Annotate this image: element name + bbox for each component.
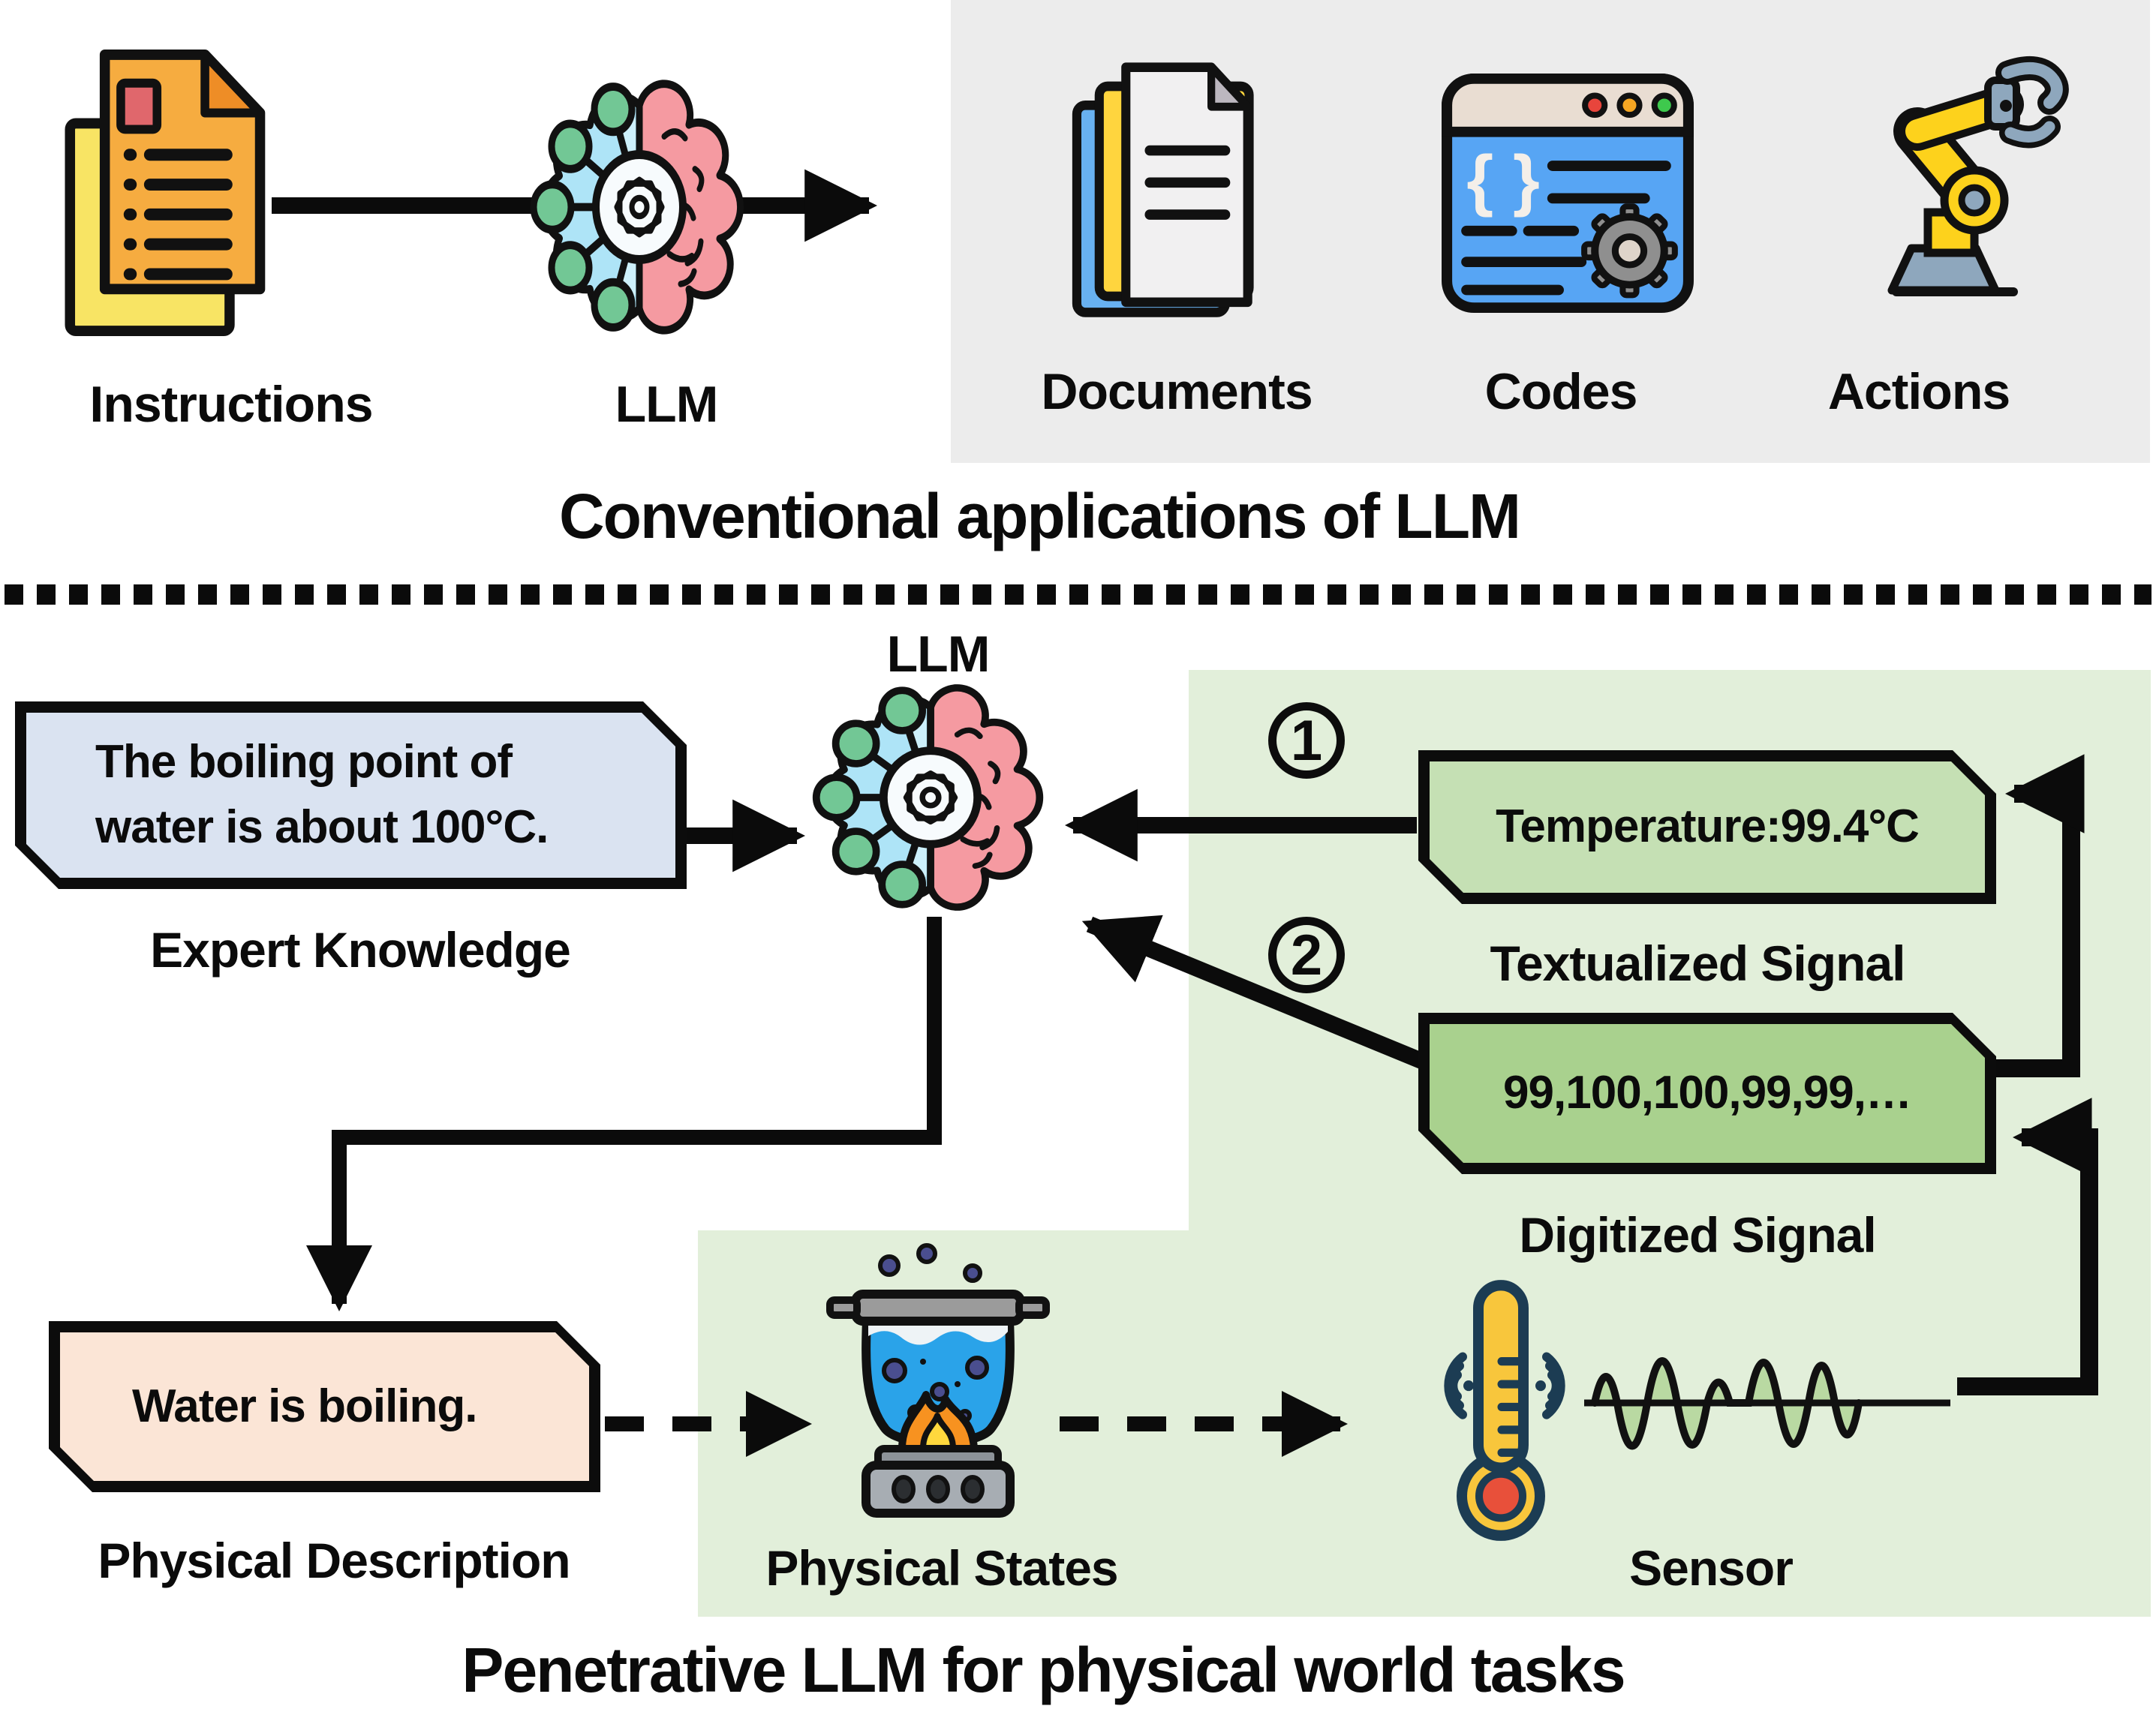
llm-label-top: LLM	[615, 376, 719, 433]
thermometer-icon	[1385, 1272, 1625, 1545]
instructions-label: Instructions	[89, 376, 373, 433]
instructions-document-icon	[54, 41, 272, 340]
physical-description-label: Physical Description	[98, 1533, 570, 1588]
llm-label-bottom: LLM	[886, 626, 991, 683]
llm-brain-icon	[527, 71, 752, 343]
expert-box-line1: The boiling point of	[95, 736, 513, 788]
digitized-signal-label: Digitized Signal	[1519, 1207, 1876, 1263]
penetrative-caption: Penetrative LLM for physical world tasks	[462, 1635, 1625, 1705]
conventional-caption: Conventional applications of LLM	[559, 481, 1521, 551]
step-1-badge: 1	[1268, 702, 1345, 779]
expert-knowledge-label: Expert Knowledge	[150, 922, 571, 978]
documents-stack-icon	[1066, 60, 1276, 323]
expert-box-line2: water is about 100°C.	[95, 801, 549, 853]
codes-label: Codes	[1484, 363, 1638, 420]
llm-brain-icon	[809, 677, 1052, 918]
textualized-signal-label: Textualized Signal	[1490, 936, 1906, 991]
robot-arm-icon	[1827, 41, 2082, 296]
textualized-signal-box: Temperature:99.4°C	[1418, 750, 1996, 904]
section-divider	[5, 584, 2151, 605]
textualized-box-text: Temperature:99.4°C	[1496, 800, 1919, 853]
physical-description-box: Water is boiling.	[49, 1321, 600, 1492]
digitized-signal-box: 99,100,100,99,99,…	[1418, 1013, 1996, 1174]
physical-states-label: Physical States	[765, 1540, 1118, 1596]
physical-box-text: Water is boiling.	[132, 1380, 477, 1432]
svg-text:{ }: { }	[1466, 142, 1540, 218]
step-2-badge: 2	[1268, 917, 1345, 993]
boiling-pot-icon	[825, 1242, 1051, 1527]
digitized-box-text: 99,100,100,99,99,…	[1503, 1067, 1911, 1119]
actions-label: Actions	[1827, 363, 2010, 420]
sensor-label: Sensor	[1629, 1540, 1794, 1596]
waveform-icon	[1580, 1298, 1955, 1504]
expert-knowledge-box: The boiling point of water is about 100°…	[15, 701, 687, 889]
code-window-icon: { }	[1439, 71, 1696, 315]
documents-label: Documents	[1041, 363, 1313, 420]
